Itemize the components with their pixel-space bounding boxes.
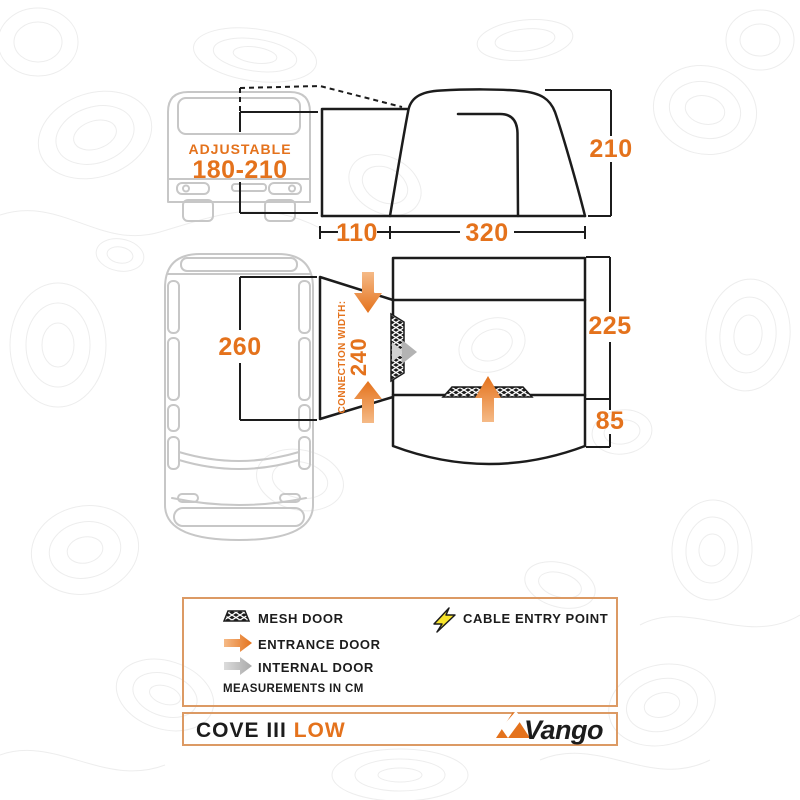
- awning-plan: [390, 256, 587, 466]
- van-top-view: [164, 253, 314, 541]
- adjustable-label: ADJUSTABLE: [188, 141, 291, 157]
- van-side-window: [167, 337, 180, 401]
- van-rear-light-right-lens: [288, 184, 296, 193]
- side-view: ADJUSTABLE 180-210 210 110 320: [167, 84, 632, 247]
- awning-internal-partition-line: [456, 112, 520, 218]
- depth-dimension: 110 320: [319, 219, 586, 247]
- main-room-depth-value: 225: [588, 312, 631, 340]
- product-name: COVE III: [196, 719, 294, 742]
- van-front-bumper: [173, 507, 305, 527]
- awning-side-profile: [320, 88, 587, 218]
- van-rear-light-right: [268, 182, 302, 195]
- brand-logo-stripe: [501, 711, 522, 738]
- van-side-window: [298, 337, 311, 401]
- vango-logo: Vango: [496, 711, 604, 745]
- van-windshield: [178, 451, 300, 470]
- van-side-window: [167, 404, 180, 432]
- product-variant: LOW: [294, 719, 346, 742]
- height-dimension: 210: [545, 89, 632, 217]
- tunnel-depth-value: 110: [336, 219, 378, 247]
- legend-box: [182, 597, 618, 707]
- van-top-rear-window: [180, 257, 298, 272]
- connection-tunnel-plan: CONNECTION WIDTH: 240: [318, 272, 395, 423]
- height-bracket: [545, 89, 612, 217]
- van-side-window: [298, 404, 311, 432]
- footer-bar: COVE III LOW Vango: [182, 711, 618, 746]
- legend: MESH DOOR ENTRANCE DOOR INTERNAL DOOR ME…: [182, 597, 618, 707]
- topo-background: [0, 7, 800, 800]
- adjustable-height-dimension: ADJUSTABLE 180-210: [188, 84, 403, 214]
- canopy-depth-value: 85: [596, 407, 625, 435]
- awning-body-profile: [388, 88, 587, 218]
- van-top-body: [164, 253, 314, 541]
- cable-entry-icon: [433, 607, 456, 633]
- internal-door-arrow-icon: [402, 340, 417, 364]
- van-headlight-left: [177, 493, 199, 503]
- product-title: COVE III LOW: [196, 719, 346, 742]
- cable-entry-label: CABLE ENTRY POINT: [463, 611, 608, 626]
- entrance-door-icon: [224, 634, 252, 652]
- van-hood-line: [171, 497, 307, 506]
- connection-tunnel-outline: [318, 275, 395, 421]
- entrance-door-arrow-front-icon: [475, 376, 501, 422]
- van-connection-length-value: 260: [218, 333, 261, 361]
- van-connection-bracket: [239, 276, 317, 421]
- adjustable-bracket: [239, 111, 318, 214]
- connection-width-label: CONNECTION WIDTH:: [337, 301, 348, 414]
- van-rear-wheel-left: [182, 199, 214, 222]
- top-view: 260 CONNECTION WIDTH: 240 225: [164, 253, 631, 541]
- height-value: 210: [589, 135, 632, 163]
- awning-tunnel-profile: [320, 107, 409, 218]
- depth-dimension-line: [319, 226, 586, 239]
- van-rear-body: [167, 91, 311, 203]
- van-side-window: [167, 280, 180, 334]
- van-side-window: [298, 280, 311, 334]
- van-side-window: [167, 436, 180, 470]
- van-side-window: [298, 436, 311, 470]
- van-rear-light-left: [176, 182, 210, 195]
- plan-depth-bracket: [586, 256, 611, 448]
- brand-name: Vango: [524, 715, 603, 745]
- internal-door-label: INTERNAL DOOR: [258, 660, 374, 675]
- van-headlight-right: [279, 493, 301, 503]
- entrance-door-arrow-up-icon: [354, 381, 382, 423]
- adjustable-range-value: 180-210: [192, 156, 287, 184]
- mesh-door-label: MESH DOOR: [258, 611, 344, 626]
- internal-door-icon: [224, 657, 252, 675]
- entrance-door-arrow-down-icon: [354, 272, 382, 313]
- entrance-door-label: ENTRANCE DOOR: [258, 637, 381, 652]
- van-rear-plate: [231, 183, 267, 192]
- van-rear-wheel-right: [264, 199, 296, 222]
- internal-door-arrow-icon: [392, 342, 404, 362]
- body-width-value: 320: [465, 219, 508, 247]
- awning-plan-outline: [391, 256, 587, 397]
- awning-canopy-outline: [391, 393, 587, 466]
- plan-depth-dimension: 225 85: [586, 256, 631, 448]
- footer-box: [182, 712, 618, 746]
- connection-width-annotation: CONNECTION WIDTH: 240: [337, 301, 371, 414]
- measurements-note: MEASUREMENTS IN CM: [223, 683, 364, 695]
- mesh-door-icon: [222, 610, 251, 622]
- connection-width-value: 240: [346, 338, 371, 376]
- van-connection-dimension: 260: [218, 276, 317, 421]
- van-rear-light-left-lens: [182, 184, 190, 193]
- dashed-extension-diagonal: [239, 84, 403, 108]
